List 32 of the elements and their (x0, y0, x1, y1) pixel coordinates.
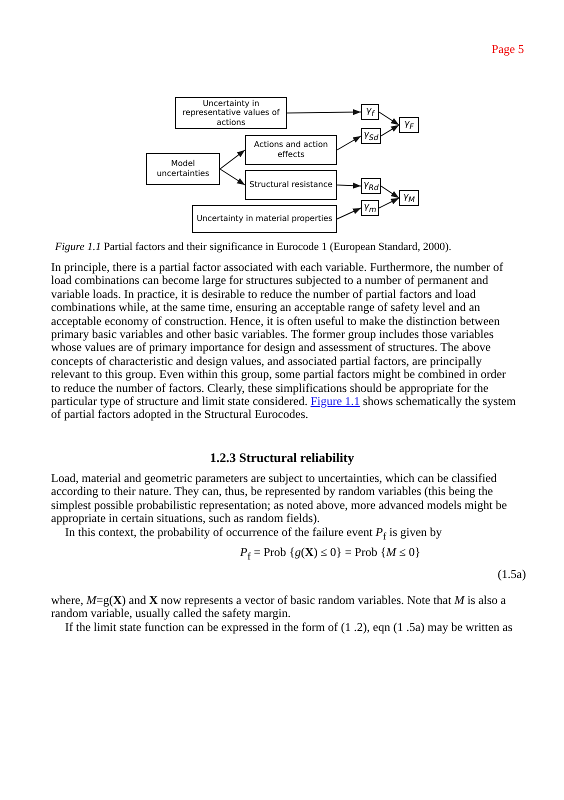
arrow (380, 124, 400, 136)
paragraph: In principle, there is a partial factor associated with each variable. Furthermore, the number of load combinations can become large for structures subjected to a number of permanent and variable loads. In practice, it is desirable to reduce the number of partial factors and load combinations while, at the same time, ensuring an acceptable range of safety level and an acceptable economy of construction. Hence, it is often useful to make the distinction between primary basic variables and other basic variables. The former group includes those variables whose values are of primary importance for design and assessment of structures. The above concepts of characteristic and design values, and associated partial factors, are principally relevant to this group. Even within this group, some partial factors might be combined in order to reduce the number of factors. Clearly, these simplifications should be appropriate for the particular type of structure and limit state considered. Figure 1.1 shows schematically the system of partial factors adopted in the Structural Eurocodes. (51, 261, 517, 422)
arrow (220, 168, 246, 186)
arrow (378, 112, 400, 126)
factor-box: γ$_{f}$ (361, 104, 379, 120)
factor-box: γ$_{Sd}$ (361, 128, 381, 144)
paragraph: In this context, the probability of occurrence of the failure event P$_{f}$ is given by (64, 526, 443, 544)
paragraph: If the limit state function can be expressed in the form of (1 .2), eqn (1 .5a) may be written as (64, 621, 514, 634)
paragraph: Load, material and geometric parameters are subject to uncertainties, which can be classified according to their nature. They can, thus, be represented by random variables (this being the simplest possible probabilistic representation; as noted above, more advanced models might be appropriate in certain situations, such as random fields). (51, 472, 508, 526)
page-number: Page 5 (492, 42, 524, 57)
process-box: Uncertainty in representative values of actions (175, 97, 287, 129)
factor-box: γ$_{m}$ (361, 200, 379, 216)
factor-box: γ$_{Rd}$ (361, 178, 381, 194)
equation-number: (1.5a) (498, 567, 526, 582)
factor-box: γ$_{F}$ (399, 117, 419, 133)
arrow (286, 109, 362, 116)
paragraph: where, M=g(X) and X now represents a vector of basic random variables. Note that M is also a random variable, usually called the safety margin. (51, 594, 507, 621)
section-heading: 1.2.3 Structural reliability (208, 450, 356, 466)
process-box: Structural resistance (245, 170, 337, 200)
process-box: Uncertainty in material properties (192, 205, 337, 233)
arrow (336, 182, 362, 189)
equation: P$_{f}$ = Prob {g(X) ≤ 0} = Prob {M ≤ 0} (240, 545, 420, 562)
arrow (378, 198, 400, 208)
process-box: Model uncertainties (146, 153, 220, 185)
arrow (380, 186, 400, 198)
factor-box: γ$_{M}$ (399, 190, 419, 206)
arrow (336, 136, 362, 150)
process-box: Actions and action effects (245, 135, 337, 165)
arrow (336, 208, 362, 220)
arrow (220, 150, 246, 170)
figure-caption: Figure 1.1 Partial factors and their significance in Eurocode 1 (European Standard, 2000). (55, 241, 452, 253)
figure-link: Figure 1.1 (310, 394, 360, 408)
